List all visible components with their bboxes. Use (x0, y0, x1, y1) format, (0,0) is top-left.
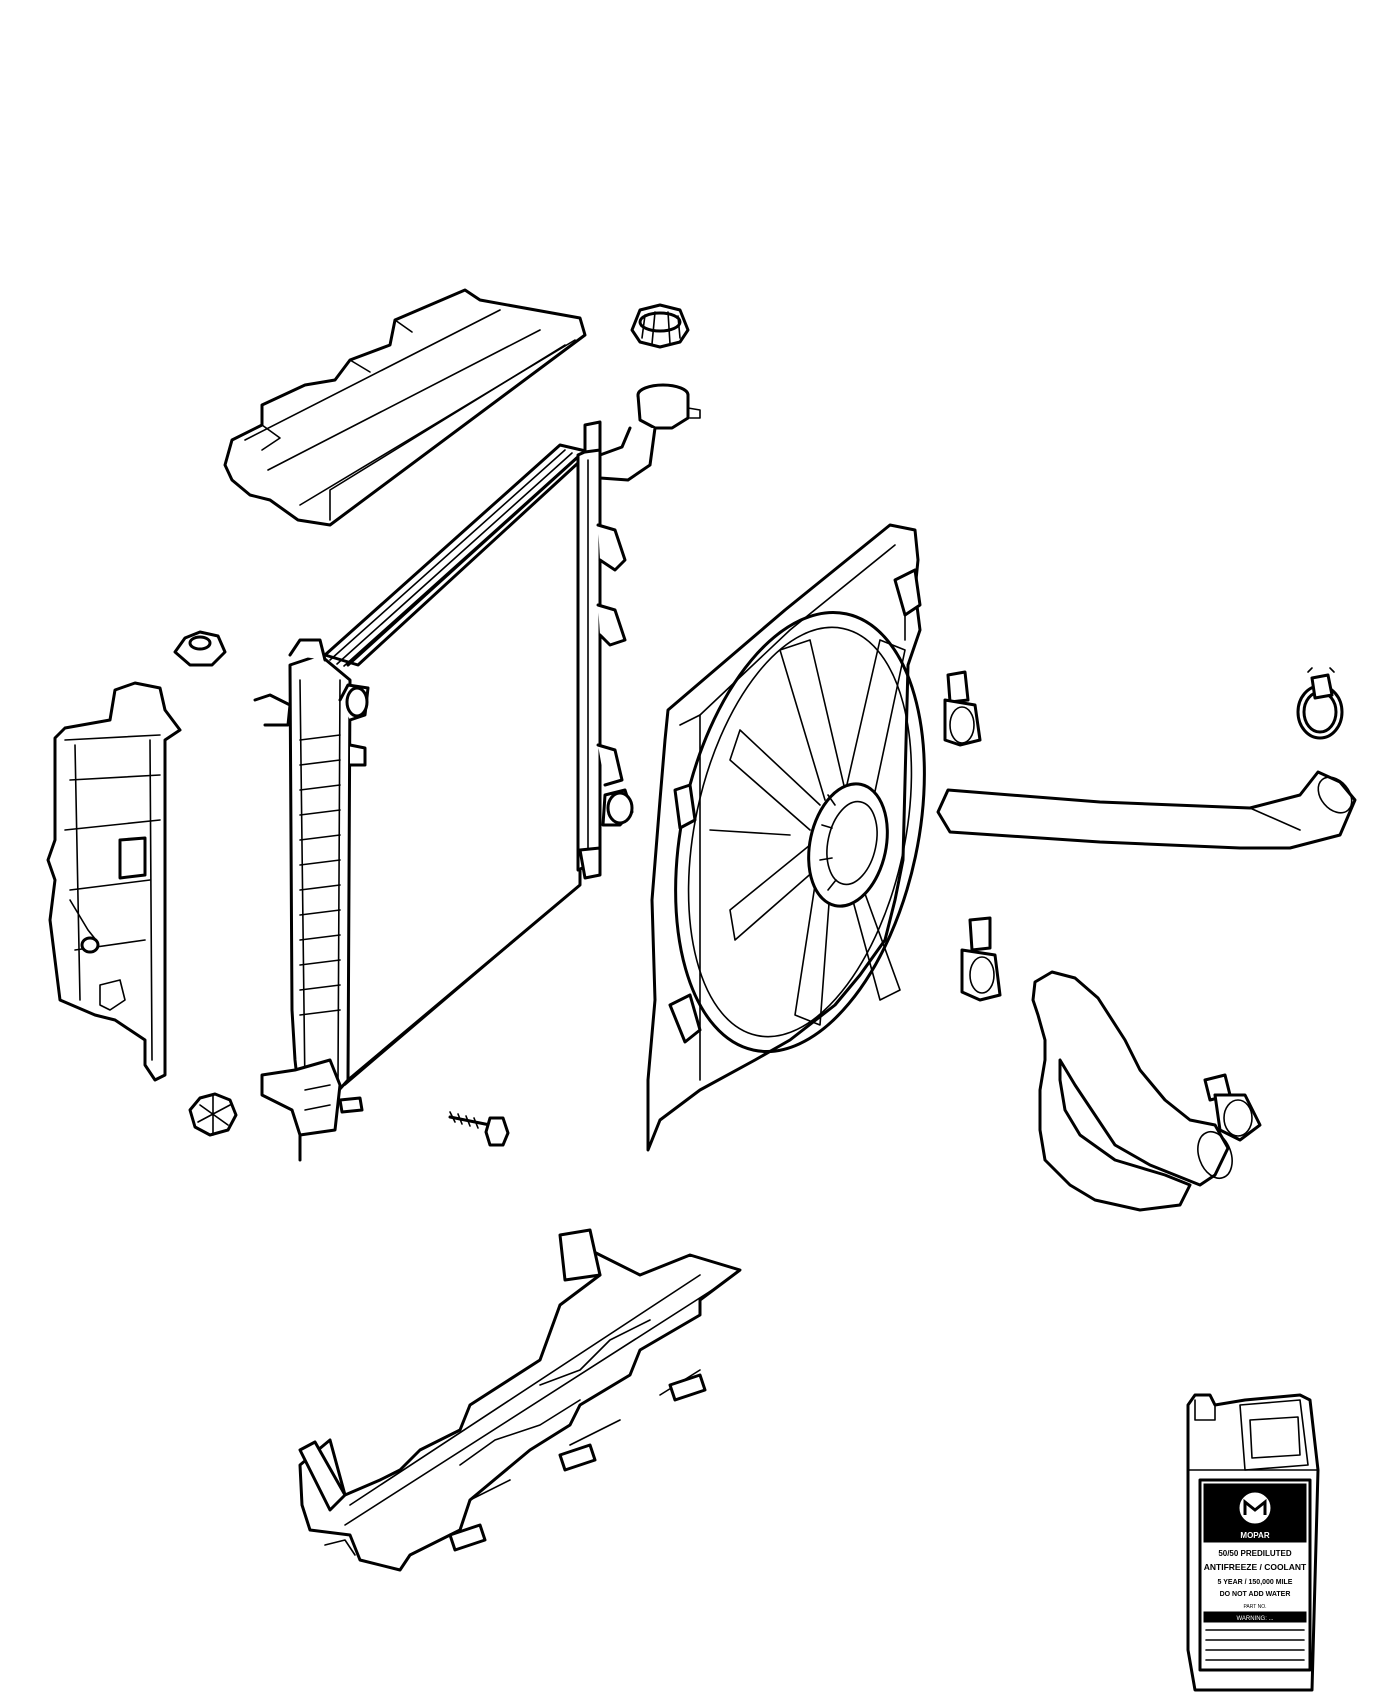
jug-warning: WARNING: ... (1236, 1616, 1273, 1622)
hose-clamp-upper-left (943, 670, 982, 747)
drain-plug (448, 1111, 510, 1147)
side-air-seal (46, 681, 182, 1082)
mopar-m-icon (1243, 1498, 1267, 1515)
jug-fine-print: PART NO. (1243, 1604, 1266, 1610)
jug-brand: MOPAR (1240, 1531, 1269, 1540)
jug-warranty: 5 YEAR / 150,000 MILE (1218, 1579, 1293, 1586)
jug-instruction: DO NOT ADD WATER (1220, 1591, 1291, 1598)
jug-product-line2: ANTIFREEZE / COOLANT (1204, 1562, 1307, 1572)
coolant-jug: MOPAR 50/50 PREDILUTED ANTIFREEZE / COOL… (1186, 1393, 1320, 1692)
radiator (253, 420, 634, 1162)
lower-air-deflector (298, 1228, 742, 1572)
lower-isolator (188, 1092, 238, 1137)
jug-product-line1: 50/50 PREDILUTED (1218, 1549, 1292, 1558)
upper-radiator-hose (936, 770, 1357, 850)
upper-isolator (173, 630, 227, 667)
upper-air-seal (223, 288, 587, 527)
fan-shroud-assembly (646, 523, 926, 1152)
hose-clamp-lower-left (960, 916, 1002, 1002)
hose-clamp-lower-right (1203, 1073, 1262, 1142)
mopar-logo-icon (1238, 1491, 1272, 1525)
filler-neck (598, 383, 701, 482)
hose-clamp-ring (1296, 667, 1344, 740)
lower-radiator-hose (1031, 970, 1233, 1212)
radiator-cap (630, 303, 690, 349)
